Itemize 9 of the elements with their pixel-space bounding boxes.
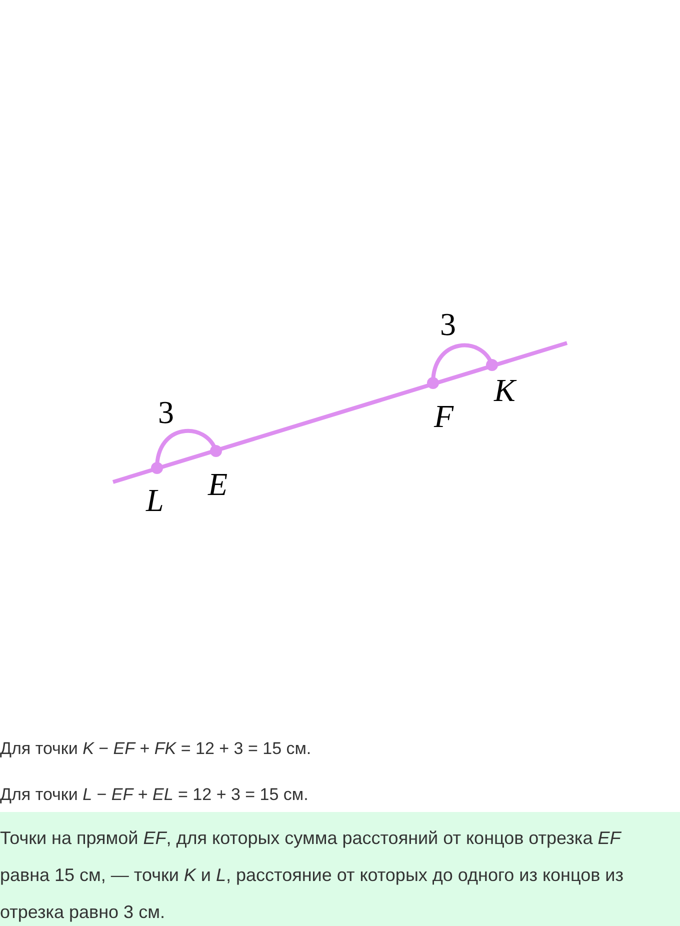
text-line: Для точки K − EF + FK = 12 + 3 = 15 см. (0, 738, 312, 760)
dimension-label: 3 (158, 396, 174, 428)
dimension-label: 3 (440, 308, 456, 340)
point-label: E (208, 468, 228, 500)
answer-panel: Точки на прямой EF, для которых сумма расстояний от концов отрезка EF равна 15 см, — точки K и L, расстояние от которых до одного из концов из отрезка равно 3 см. (0, 812, 680, 926)
point-label: F (434, 400, 454, 432)
point-label: K (494, 374, 516, 406)
text-line: Для точки L − EF + EL = 12 + 3 = 15 см. (0, 784, 308, 806)
point-label: L (146, 484, 164, 516)
